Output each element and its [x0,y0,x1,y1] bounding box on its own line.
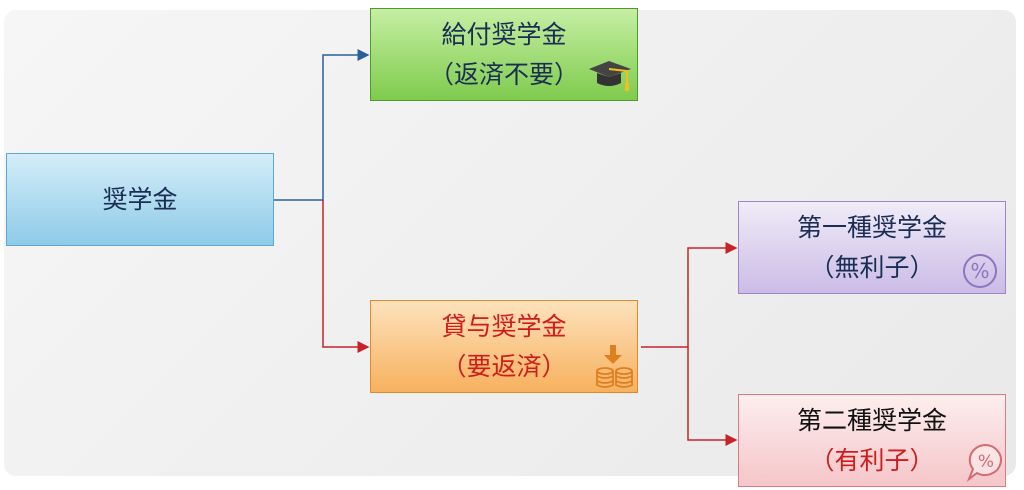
node-subtitle: （要返済） [441,351,567,381]
coins-download-icon [596,345,633,388]
connector-root-to-loan [322,200,370,353]
node-subtitle: （返済不要） [428,59,579,89]
graduation-cap-icon [589,61,631,91]
percent-speech-bubble-icon: % [966,443,1002,482]
node-subtitle: （無利子） [809,252,935,282]
node-title: 給付奨学金 [441,19,567,49]
node-type2-scholarship: 第二種奨学金 （有利子） % [738,394,1006,487]
connector-loan-to-type2 [687,347,738,446]
node-label: 奨学金 [102,184,178,214]
connector-root-to-grant [274,49,370,201]
node-loan-scholarship: 貸与奨学金 （要返済） [370,300,638,393]
node-scholarship: 奨学金 [6,153,274,246]
percent-circle-icon: % [963,254,997,288]
svg-text:%: % [970,259,989,283]
svg-text:%: % [978,452,994,472]
node-title: 貸与奨学金 [441,311,567,341]
node-title: 第一種奨学金 [796,212,947,242]
node-grant-scholarship: 給付奨学金 （返済不要） [370,8,638,101]
node-type1-scholarship: 第一種奨学金 （無利子） % [738,201,1006,294]
node-subtitle: （有利子） [809,445,935,475]
connector-loan-to-type1 [641,242,738,348]
node-title: 第二種奨学金 [796,405,947,435]
